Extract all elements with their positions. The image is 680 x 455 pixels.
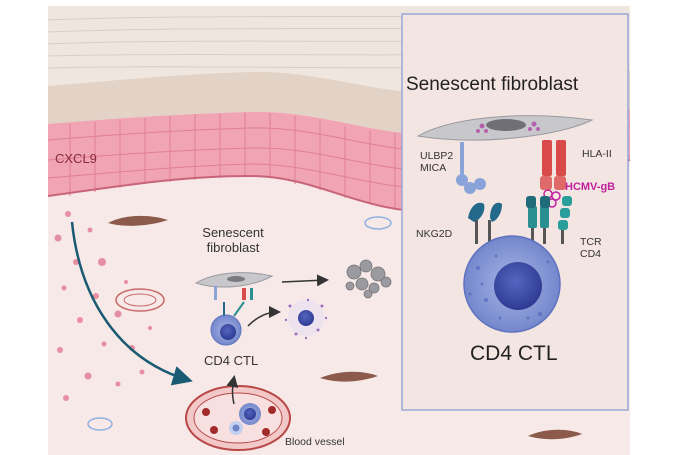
dying-fibroblast [284,298,328,340]
senescent-fibroblast-small [194,272,274,346]
ulbp2-mica-label: ULBP2 MICA [420,150,454,175]
cd4-ctl-large-cell [463,235,561,333]
cxcl9-label: CXCL9 [55,151,97,166]
blood-vessel-label: Blood vessel [285,436,345,448]
tcr-cd4-label: TCR CD4 [580,236,602,261]
tcr-receptor [526,196,550,244]
cytotoxic-arrow [247,306,281,327]
blood-vessel [185,385,291,451]
migration-arrow [70,221,193,386]
dermal-fibroblasts [108,215,582,440]
cd4-ctl-small-label: CD4 CTL [204,353,259,368]
senescent-fibroblast-large-label: Senescent fibroblast [406,74,579,95]
apoptotic-debris [345,259,392,299]
kill-arrow [281,274,329,287]
hla-ii-label: HLA-II [582,148,612,160]
nkg2d-receptor [468,202,502,244]
dermal-ovals [87,216,392,431]
senescent-fibroblast-small-label: Senescent fibroblast [202,225,264,255]
hla-ii-molecule [540,140,566,190]
extravasation-arrow [226,375,239,405]
cd4-coreceptor [558,196,572,244]
cd4-ctl-large-label: CD4 CTL [470,342,558,365]
senescent-fibroblast-large [416,115,594,141]
hcmv-gb-label: HCMV-gB [565,181,616,193]
nkg2d-label: NKG2D [416,228,453,240]
inset-panel [401,13,629,411]
ulbp2-mica-ligand [456,142,486,194]
